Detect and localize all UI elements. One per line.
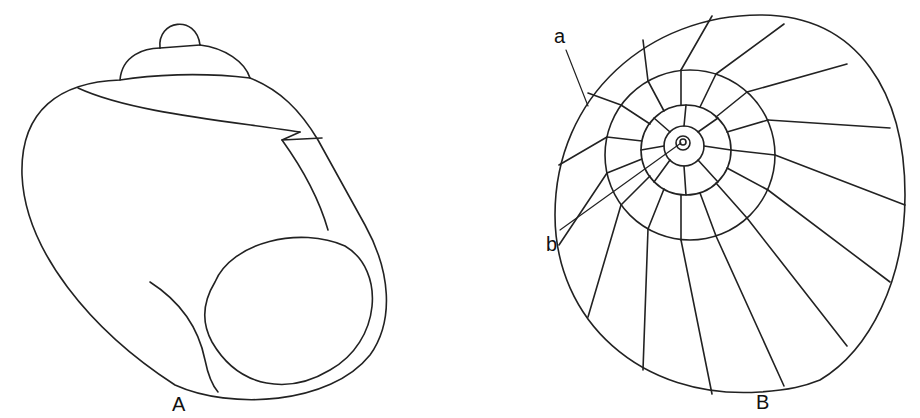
part-label: A: [172, 394, 185, 414]
part-label: B: [756, 392, 769, 412]
part-label: b: [546, 234, 557, 254]
shell-b: [555, 15, 905, 394]
shell-a: [22, 24, 387, 399]
part-label: a: [554, 26, 565, 46]
leader-line: [560, 143, 681, 230]
leader-line: [566, 50, 588, 106]
